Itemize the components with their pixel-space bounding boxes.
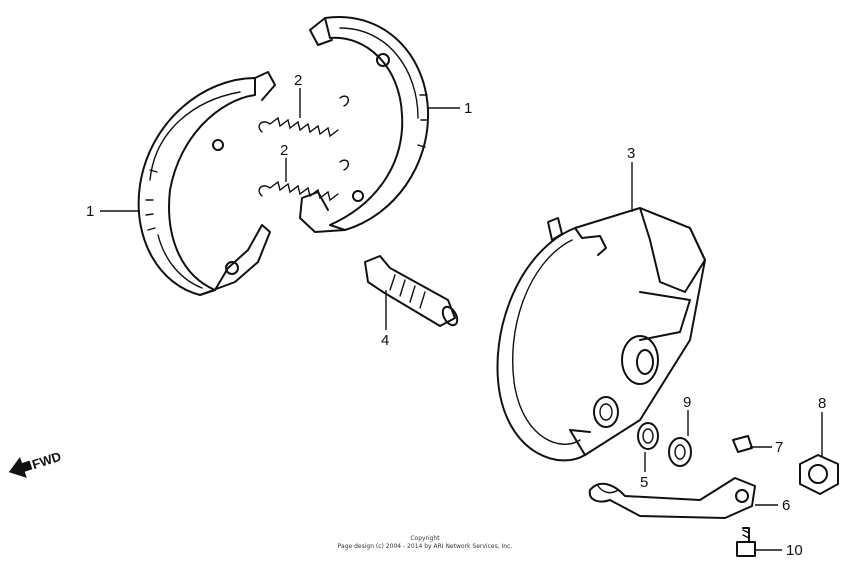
callout-shoe-left: 1: [86, 203, 94, 220]
callout-spring-top: 2: [294, 72, 302, 89]
callout-cam: 4: [381, 332, 389, 349]
copyright-title: Copyright: [410, 535, 440, 542]
callout-shoe-right: 1: [464, 100, 472, 117]
callout-numbers: 1 1 2 2 3 4 5 6 7 8 9 10: [86, 72, 826, 559]
callout-spring-bottom: 2: [280, 142, 288, 159]
dust-seal[interactable]: [637, 422, 659, 450]
brake-shoe-left[interactable]: [137, 71, 276, 296]
brake-arm[interactable]: [588, 477, 756, 519]
spring-bottom[interactable]: [258, 159, 350, 202]
brake-cam[interactable]: [364, 255, 460, 328]
leader-lines: [100, 88, 823, 551]
callout-bolt: 10: [786, 542, 803, 559]
wear-indicator[interactable]: [732, 435, 753, 453]
copyright-notice: Page design (c) 2004 - 2014 by ARI Netwo…: [337, 543, 513, 550]
washer[interactable]: [668, 437, 692, 467]
forward-direction-arrow: FWD: [8, 449, 63, 478]
callout-seal: 5: [640, 474, 648, 491]
spring-top[interactable]: [258, 95, 350, 138]
fwd-label: FWD: [30, 449, 63, 472]
callout-arm: 6: [782, 497, 790, 514]
hex-nut[interactable]: [799, 454, 839, 495]
brake-panel[interactable]: [496, 207, 706, 462]
pinch-bolt[interactable]: [736, 527, 756, 557]
brake-shoe-right[interactable]: [299, 16, 430, 233]
callout-nut: 8: [818, 395, 826, 412]
callout-indicator: 7: [775, 439, 783, 456]
arrow-icon: [8, 456, 33, 478]
callout-washer: 9: [683, 394, 691, 411]
callout-brake-panel: 3: [627, 145, 635, 162]
